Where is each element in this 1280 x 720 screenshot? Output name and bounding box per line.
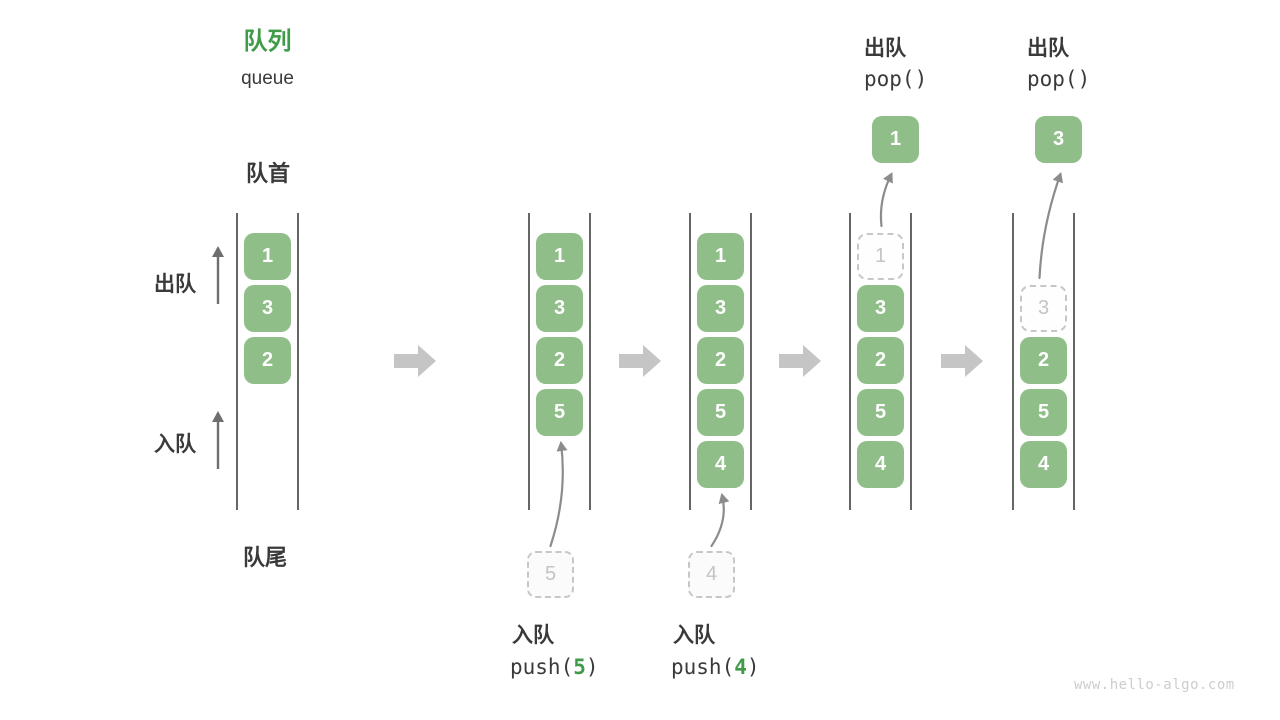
queue-element: 5 xyxy=(1020,389,1067,436)
state-transition-arrow xyxy=(941,345,983,377)
state-transition-arrow xyxy=(394,345,436,377)
enqueue-side-label: 入队 xyxy=(154,433,196,456)
enqueue-op-label: 入队 xyxy=(673,624,715,647)
queue-element: 1 xyxy=(536,233,583,280)
dequeue-op-label: 出队 xyxy=(864,37,906,60)
queue-element: 4 xyxy=(697,441,744,488)
queue-element: 2 xyxy=(697,337,744,384)
watermark: www.hello-algo.com xyxy=(1074,677,1235,693)
code-part: push( xyxy=(510,655,574,679)
staging-element: 4 xyxy=(688,551,735,598)
queue-element: 1 xyxy=(697,233,744,280)
dequeue-side-label: 出队 xyxy=(154,273,196,296)
queue-element: 1 xyxy=(244,233,291,280)
queue-element: 4 xyxy=(1020,441,1067,488)
dequeue-arrow xyxy=(879,172,893,228)
code-part: ) xyxy=(746,655,760,679)
enqueue-arrow xyxy=(710,493,730,548)
enqueue-op-label: 入队 xyxy=(512,624,554,647)
queue-element: 2 xyxy=(1020,337,1067,384)
queue-element: 2 xyxy=(536,337,583,384)
code-part: ) xyxy=(585,655,599,679)
queue-element: 2 xyxy=(857,337,904,384)
title-zh: 队列 xyxy=(243,28,292,55)
dequeue-op-code: pop() xyxy=(1027,67,1091,91)
queue-element: 5 xyxy=(697,389,744,436)
queue-element: 2 xyxy=(244,337,291,384)
queue-rear-label: 队尾 xyxy=(242,545,287,570)
queue-element: 3 xyxy=(857,285,904,332)
title-en: queue xyxy=(241,68,294,89)
removed-element-slot: 3 xyxy=(1020,285,1067,332)
queue-front-label: 队首 xyxy=(245,161,290,186)
code-part: push( xyxy=(671,655,735,679)
queue-element: 4 xyxy=(857,441,904,488)
diagram-title: 队列 queue xyxy=(197,28,338,90)
enqueue-op-code: push(5) xyxy=(510,655,599,679)
code-part: 5 xyxy=(573,655,586,679)
staging-element: 5 xyxy=(527,551,574,598)
enqueue-op-code: push(4) xyxy=(671,655,760,679)
queue-element: 3 xyxy=(536,285,583,332)
popped-element: 1 xyxy=(872,116,919,163)
queue-element: 3 xyxy=(697,285,744,332)
queue-element: 3 xyxy=(244,285,291,332)
queue-element: 5 xyxy=(857,389,904,436)
enqueue-arrow xyxy=(549,441,568,548)
dequeue-op-label: 出队 xyxy=(1027,37,1069,60)
queue-element: 5 xyxy=(536,389,583,436)
dequeue-arrow xyxy=(1038,172,1064,280)
dequeue-op-code: pop() xyxy=(864,67,928,91)
state-transition-arrow xyxy=(619,345,661,377)
popped-element: 3 xyxy=(1035,116,1082,163)
removed-element-slot: 1 xyxy=(857,233,904,280)
state-transition-arrow xyxy=(779,345,821,377)
code-part: 4 xyxy=(734,655,747,679)
